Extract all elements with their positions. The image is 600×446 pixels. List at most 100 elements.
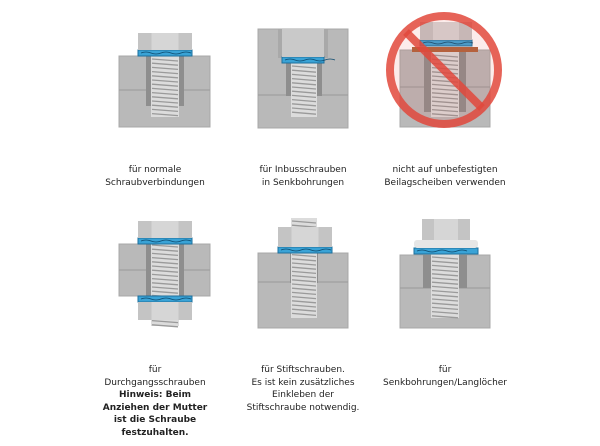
thread — [151, 112, 179, 117]
thread — [291, 262, 317, 266]
caption-line: für Inbusschrauben — [259, 165, 347, 175]
thread — [291, 103, 317, 107]
thread — [291, 308, 317, 312]
thread — [291, 295, 317, 300]
thread — [431, 310, 459, 315]
caption-line: Einkleben der — [272, 390, 334, 401]
thread — [151, 79, 179, 83]
thread — [291, 82, 317, 86]
thread — [151, 269, 179, 273]
washer-texture — [140, 239, 192, 243]
thread — [151, 324, 179, 328]
caption-line: Durchgangsschrauben — [104, 377, 206, 388]
locking-washer — [137, 295, 193, 303]
thread — [291, 274, 317, 279]
washer-texture — [416, 249, 468, 253]
caption-line: Stiftschraube notwendig. — [246, 402, 360, 413]
thread — [151, 286, 179, 290]
washer-texture — [422, 41, 474, 45]
note-line: Hinweis: Beim — [118, 390, 192, 401]
thread — [291, 98, 317, 103]
loose-plate — [412, 47, 478, 52]
caption-durchgang: für Durchgangsschrauben Hinweis: Beim An… — [80, 364, 230, 440]
caption-line: Schraubverbindungen — [105, 177, 205, 188]
thread — [431, 104, 459, 109]
head-face — [151, 221, 179, 238]
thread — [431, 87, 459, 92]
thread — [151, 273, 179, 278]
thread — [431, 100, 459, 104]
head-face — [434, 219, 458, 240]
caption-stift: für Stiftschrauben. Es ist kein zusätzli… — [228, 364, 378, 414]
thread — [431, 113, 459, 117]
thread — [291, 94, 317, 99]
thread — [431, 92, 459, 96]
locking-washer — [277, 246, 333, 254]
thread — [431, 54, 459, 58]
thread — [431, 306, 459, 311]
thread — [291, 283, 317, 287]
thread — [431, 277, 459, 281]
note-line: Anziehen der Mutter — [102, 402, 208, 413]
thread — [291, 220, 317, 224]
thread — [291, 111, 317, 115]
thread — [291, 304, 317, 308]
thread — [151, 282, 179, 286]
locking-washer — [281, 56, 325, 64]
caption-line: in Senkbohrungen — [261, 177, 345, 188]
thread — [151, 83, 179, 87]
caption-line: für — [438, 365, 452, 375]
thread — [431, 285, 459, 290]
locking-washer — [137, 49, 193, 57]
prohibited-slash — [403, 29, 485, 111]
thread — [151, 66, 179, 71]
thread — [291, 291, 317, 296]
thread — [151, 244, 179, 248]
thread — [151, 277, 179, 282]
thread — [151, 91, 179, 96]
head-face — [291, 227, 319, 247]
thread — [151, 75, 179, 79]
thread — [151, 319, 179, 324]
thread — [151, 265, 179, 269]
thread — [431, 260, 459, 264]
thread — [151, 104, 179, 108]
thread — [151, 58, 179, 62]
thread — [431, 315, 459, 319]
caption-line: für normale — [128, 165, 182, 175]
washer-texture — [284, 58, 336, 62]
thread — [291, 86, 317, 90]
thread — [431, 256, 459, 260]
thread — [431, 302, 459, 306]
thread — [151, 256, 179, 261]
socket-head — [282, 29, 324, 57]
caption-line: für — [148, 365, 162, 375]
thread — [151, 252, 179, 257]
thread — [291, 224, 317, 228]
thread — [291, 312, 317, 317]
thread — [431, 96, 459, 100]
thread — [291, 270, 317, 275]
thread — [431, 268, 459, 273]
dome-washer — [414, 240, 478, 248]
head-face — [433, 22, 459, 40]
caption-line: Es ist kein zusätzliches — [251, 377, 355, 388]
thread — [431, 264, 459, 269]
thread — [291, 107, 317, 111]
note-line: ist die Schraube — [113, 415, 197, 426]
caption-senk: für Senkbohrungen/Langlöcher — [370, 364, 520, 389]
thread — [151, 87, 179, 92]
thread — [431, 289, 459, 294]
thread — [151, 62, 179, 66]
caption-line: nicht auf unbefestigten — [392, 165, 498, 175]
thread — [151, 100, 179, 104]
thread — [291, 69, 317, 73]
thread — [291, 253, 317, 258]
thread — [291, 266, 317, 270]
head-face — [151, 33, 179, 50]
caption-line: Senkbohrungen/Langlöcher — [382, 377, 508, 388]
thread — [431, 108, 459, 113]
thread — [291, 279, 317, 283]
thread — [431, 83, 459, 88]
